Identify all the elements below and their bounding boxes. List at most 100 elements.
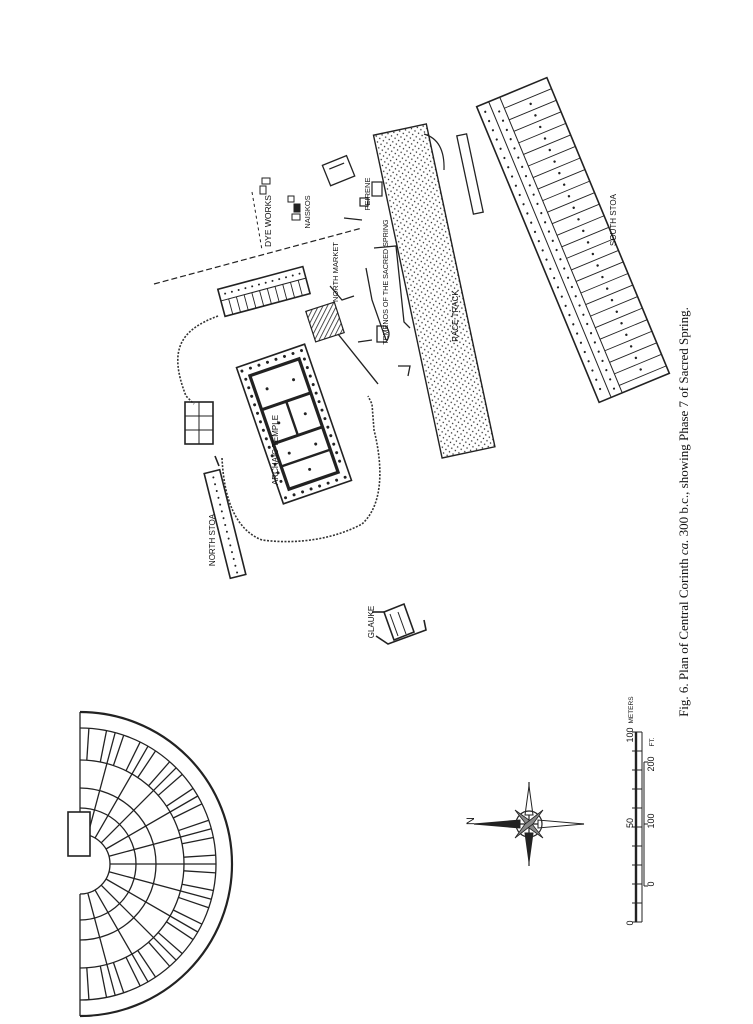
temple-column [276,471,280,475]
stoa-column [513,147,516,150]
stoa-room-dot [601,275,604,279]
label-peirene: PEIRENE [363,178,372,211]
theater-radial [148,941,171,967]
temple-column [244,377,248,381]
stoa-column [507,166,510,169]
theater-radial [112,962,125,993]
stoa-column [487,119,491,123]
theater-radial [172,909,203,925]
north-stoa-column [212,476,215,479]
archaic-temple [235,343,353,505]
theater-radial [125,956,141,987]
label-south-stoa: SOUTH STOA [609,193,618,246]
temple-column [247,386,251,390]
temple-column [253,403,257,407]
small-building-east [321,154,356,187]
temple-column [250,394,254,398]
caption-fig: Fig. 6. [676,683,691,717]
temple-column [287,451,291,455]
temple-column [317,400,321,404]
theater-radial [99,965,108,998]
stoa-column [499,147,502,150]
market-column [271,279,274,282]
stoa-column [583,350,586,354]
stoa-room-wall [528,146,576,167]
stoa-column [587,360,590,363]
theater-radial [94,889,149,983]
stoa-column [612,387,616,390]
north-stoa-column [215,490,218,493]
north-stoa-column [225,530,228,533]
temple-column [308,467,312,471]
theater-radial [166,787,194,807]
stoa-column [560,295,563,298]
market-room-wall [266,288,272,305]
stoa-room-wall [508,99,557,121]
stoa-column [579,341,583,344]
market-column [230,290,233,293]
label-north-market: NORTH MARKET [331,242,340,302]
stoa-column [517,156,520,159]
stoa-column [545,258,548,261]
stoa-column [555,248,558,252]
compass-rose [473,782,585,866]
stoa-column [541,249,544,252]
temple-column [308,374,312,378]
market-room-wall [235,296,241,313]
market-column [278,278,281,281]
theater-radial [178,819,209,832]
north-stoa-column [236,571,239,574]
stoa-room-dot [615,310,618,313]
stoa-room-dot [553,160,556,163]
stoa-room-dot [582,229,585,233]
north-stoa-column [231,551,234,554]
label-race-track: RACE TRACK [451,290,460,342]
theater-radial [125,741,141,772]
stoa-column [578,304,581,307]
stoa-room-wall [518,122,566,144]
stoa-column [556,286,560,289]
temple-column [314,442,318,446]
north-stoa-column [217,496,220,499]
stoa-column [593,341,596,344]
temple-column [256,411,260,415]
stoa-room-wall [590,296,638,317]
temple-column [303,412,307,416]
stoa-column [564,304,567,307]
scale-feet-unit: FT. [649,737,656,746]
stoa-column [553,277,556,280]
stoa-column [549,267,552,270]
theater-radial [157,773,183,796]
stoa-column [605,369,608,372]
stoa-room-dot [577,218,580,221]
temple-column [338,459,342,463]
stoa-column [601,359,604,363]
stoa-room-dot [596,264,599,267]
theater-radial [178,896,209,909]
stoa-room-wall [618,365,667,386]
temple-column [302,357,306,361]
scale-feet-0: 0 [646,881,656,886]
scale-meters-100: 100 [625,727,635,742]
stoa-column [572,323,575,326]
stoa-column [505,128,508,132]
temple-column [326,425,330,429]
market-column [237,288,240,291]
temple-column [311,383,315,387]
race-track-curve [423,133,445,171]
market-column [251,285,254,288]
stoa-column [522,203,525,206]
stoa-room-dot [591,252,595,256]
temple-column [323,417,327,421]
market-column [285,276,288,279]
theater-stage [67,811,91,857]
stoa-column [536,202,539,205]
temple-column [248,366,252,370]
north-stoa-column [220,510,223,513]
stoa-column [574,295,577,298]
stoa-column [609,378,612,381]
stoa-column [509,138,512,141]
caption-text-post: 300 b.c., showing Phase 7 of Sacred Spri… [676,307,691,540]
stoa-room-dot [543,137,547,140]
figure-caption: Fig. 6. Plan of Central Corinth ca. 300 … [676,307,691,717]
